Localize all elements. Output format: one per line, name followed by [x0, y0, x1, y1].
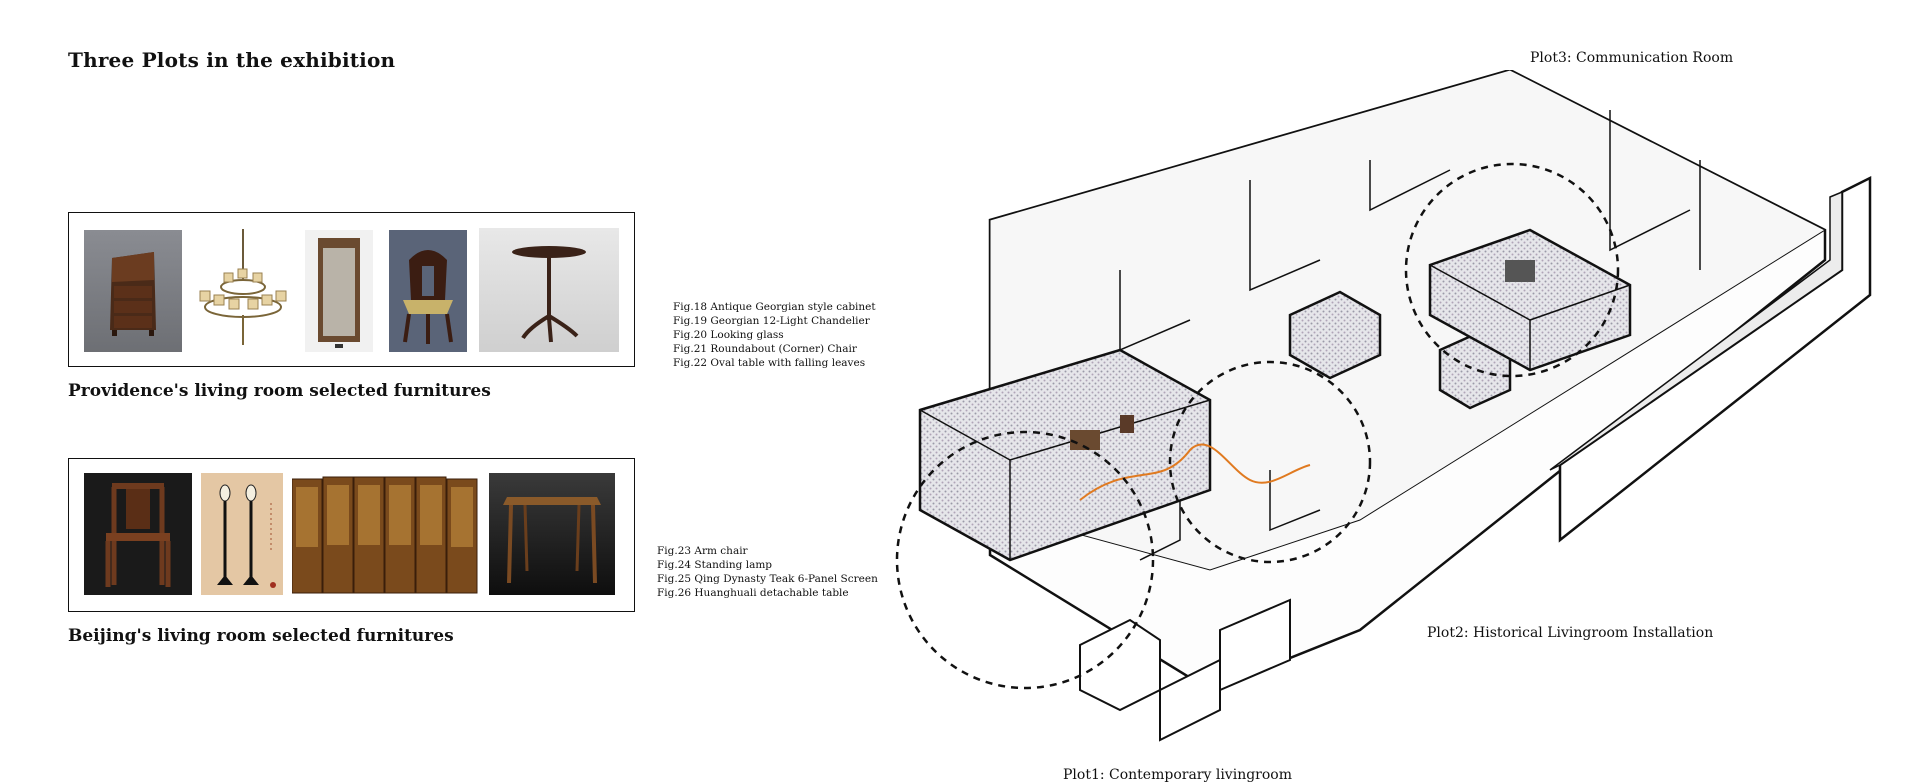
plot1-highlight-circle	[895, 430, 1155, 690]
figure-label: Fig.25 Qing Dynasty Teak 6-Panel Screen	[657, 573, 878, 585]
beijing-caption: Beijing's living room selected furniture…	[68, 626, 454, 646]
plot1-room-box	[918, 348, 1212, 562]
beijing-furniture-panel	[68, 458, 635, 612]
providence-figure-list: Fig.18 Antique Georgian style cabinet Fi…	[673, 300, 876, 370]
plot1-label: Plot1: Contemporary livingroom	[1063, 767, 1292, 783]
beijing-figure-list: Fig.23 Arm chair Fig.24 Standing lamp Fi…	[657, 544, 878, 600]
plot3-label: Plot3: Communication Room	[1530, 50, 1734, 66]
page-title: Three Plots in the exhibition	[68, 48, 396, 72]
plot3-highlight-circle	[1404, 162, 1620, 378]
plot3-room-box	[1428, 228, 1632, 372]
isometric-exhibition-plan	[895, 70, 1872, 742]
plot2-label: Plot2: Historical Livingroom Installatio…	[1427, 625, 1714, 641]
looking-glass-image	[305, 230, 373, 352]
arm-chair-image	[84, 473, 192, 595]
figure-label: Fig.20 Looking glass	[673, 329, 784, 341]
oval-table-image	[479, 228, 619, 352]
georgian-cabinet-image	[84, 230, 182, 352]
figure-label: Fig.23 Arm chair	[657, 545, 748, 557]
figure-label: Fig.18 Antique Georgian style cabinet	[673, 301, 876, 313]
figure-label: Fig.24 Standing lamp	[657, 559, 773, 571]
chandelier-image	[194, 225, 292, 355]
plot2-room-boxes	[1288, 290, 1512, 410]
huanghuali-table-image	[489, 473, 615, 595]
figure-label: Fig.19 Georgian 12-Light Chandelier	[673, 315, 870, 327]
six-panel-screen-image	[292, 473, 478, 595]
corner-chair-image	[389, 230, 467, 352]
plot2-highlight-circle	[1168, 360, 1372, 564]
figure-label: Fig.21 Roundabout (Corner) Chair	[673, 343, 857, 355]
figure-label: Fig.26 Huanghuali detachable table	[657, 587, 849, 599]
providence-furniture-panel	[68, 212, 635, 367]
standing-lamp-image	[201, 473, 283, 595]
figure-label: Fig.22 Oval table with falling leaves	[673, 357, 866, 369]
providence-caption: Providence's living room selected furnit…	[68, 381, 491, 401]
